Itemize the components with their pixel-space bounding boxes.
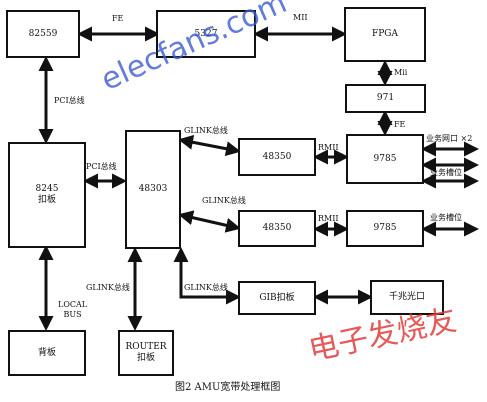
label-pci-bus-left: PCI总线	[54, 96, 85, 105]
label-glink-gib: GLINK总线	[184, 283, 228, 292]
label-rmii-bottom: RMII	[318, 214, 339, 223]
arrow-48303-48350-top	[178, 134, 241, 157]
box-router: ROUTER 扣板	[118, 330, 174, 376]
box-48303: 48303	[125, 130, 181, 249]
label-glink-router: GLINK总线	[86, 283, 130, 292]
box-5327: 5327	[156, 10, 256, 58]
box-fpga: FPGA	[344, 7, 426, 62]
box-9785-top: 9785	[346, 134, 424, 184]
arrow-48303-48350-bot	[178, 210, 241, 233]
figure-caption: 图2 AMU宽带处理框图	[175, 382, 281, 393]
box-backplane: 背板	[8, 330, 86, 376]
label-fe-right: FE	[394, 120, 406, 129]
label-glink-top: GLINK总线	[184, 126, 228, 135]
label-rmii-top: RMII	[318, 143, 339, 152]
box-971: 971	[345, 84, 426, 113]
box-82559: 82559	[6, 10, 80, 58]
label-glink-mid: GLINK总线	[202, 196, 246, 205]
label-pci-bus-mid: PCI总线	[86, 162, 117, 171]
label-business-slot-1: 业务槽位	[430, 168, 462, 177]
box-48350-top: 48350	[238, 138, 316, 176]
label-fe-top: FE	[112, 14, 124, 23]
box-optical-port: 千兆光口	[370, 280, 444, 315]
arrow-48303-gib	[173, 247, 241, 305]
label-mii-top: MII	[293, 13, 308, 22]
label-business-port: 业务网口 ×2	[426, 134, 473, 143]
box-48350-bottom: 48350	[238, 210, 316, 247]
label-local-bus: LOCAL BUS	[58, 300, 88, 319]
box-gib: GIB扣板	[238, 281, 316, 315]
box-8245: 8245 扣板	[8, 142, 86, 248]
label-business-slot-2: 业务槽位	[430, 213, 462, 222]
label-mii-right: Mii	[394, 68, 408, 77]
box-9785-bottom: 9785	[346, 210, 424, 247]
